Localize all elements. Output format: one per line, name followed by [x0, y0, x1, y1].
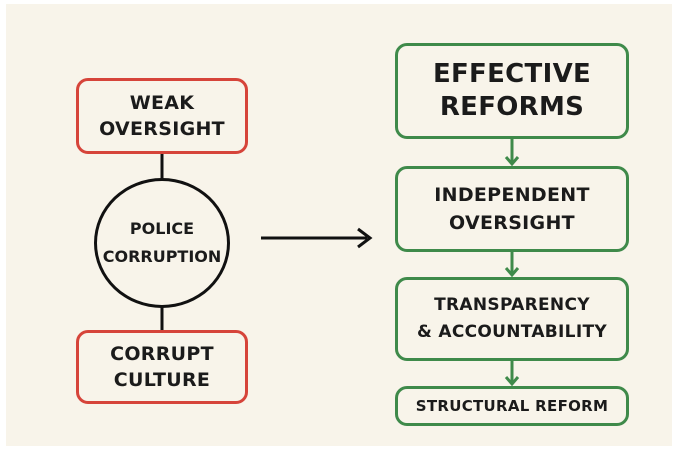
transparency-accountability-label: TRANSPARENCY & ACCOUNTABILITY [417, 295, 607, 342]
main-arrow-head [357, 227, 373, 249]
step-arrow-3 [504, 361, 520, 387]
structural-reform-box: STRUCTURAL REFORM [395, 386, 629, 426]
structural-reform-label: STRUCTURAL REFORM [415, 397, 609, 415]
step-arrow-2 [504, 252, 520, 278]
step-arrow-1 [504, 139, 520, 167]
effective-reforms-label: EFFECTIVE REFORMS [432, 59, 592, 122]
effective-reforms-box: EFFECTIVE REFORMS [395, 43, 629, 139]
weak-oversight-label: WEAK OVERSIGHT [99, 92, 225, 140]
connector-lines [160, 139, 520, 387]
corrupt-culture-box: CORRUPT CULTURE [76, 330, 248, 404]
police-corruption-circle: POLICE CORRUPTION [94, 178, 230, 308]
corrupt-culture-label: CORRUPT CULTURE [110, 343, 214, 391]
independent-oversight-box: INDEPENDENT OVERSIGHT [395, 166, 629, 252]
transparency-accountability-box: TRANSPARENCY & ACCOUNTABILITY [395, 277, 629, 361]
weak-oversight-box: WEAK OVERSIGHT [76, 78, 248, 154]
police-corruption-label: POLICE CORRUPTION [102, 219, 222, 266]
diagram-canvas: WEAK OVERSIGHT POLICE CORRUPTION CORRUPT… [6, 4, 672, 446]
independent-oversight-label: INDEPENDENT OVERSIGHT [434, 184, 590, 234]
